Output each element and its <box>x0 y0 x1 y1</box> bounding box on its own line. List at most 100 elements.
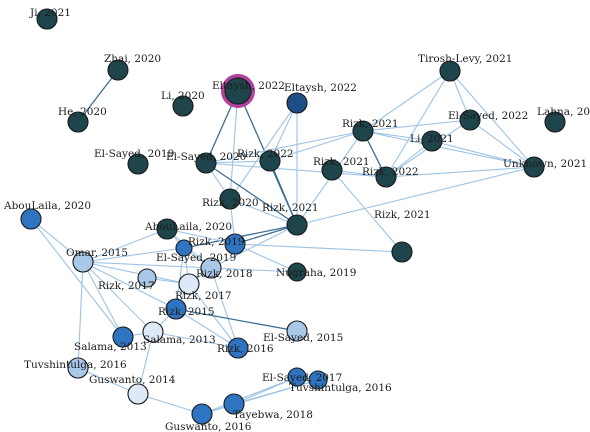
graph-node[interactable] <box>375 166 397 188</box>
graph-node[interactable] <box>127 383 149 405</box>
graph-node[interactable] <box>224 233 246 255</box>
graph-node[interactable] <box>67 357 89 379</box>
node-circle[interactable] <box>137 268 157 288</box>
graph-node[interactable] <box>321 159 343 181</box>
node-circle[interactable] <box>175 239 193 257</box>
graph-node[interactable] <box>286 214 308 236</box>
node-circle[interactable] <box>107 59 129 81</box>
node-circle[interactable] <box>544 111 566 133</box>
node-label: Omar, 2015 <box>66 247 128 259</box>
node-circle[interactable] <box>142 321 164 343</box>
node-label: Rizk, 2021 <box>262 202 319 214</box>
node-circle[interactable] <box>308 370 328 390</box>
node-circle[interactable] <box>286 320 308 342</box>
node-circle[interactable] <box>227 337 249 359</box>
node-label: Guswanto, 2016 <box>165 421 252 432</box>
node-circle[interactable] <box>195 152 217 174</box>
node-label: AbouLaila, 2020 <box>3 200 91 212</box>
node-circle[interactable] <box>421 130 443 152</box>
node-circle[interactable] <box>224 77 252 105</box>
node-circle[interactable] <box>459 109 481 131</box>
graph-node[interactable] <box>72 251 94 273</box>
node-circle[interactable] <box>36 8 58 30</box>
graph-node[interactable] <box>221 74 255 108</box>
node-label: Ji, 2021 <box>29 7 71 19</box>
node-label: Salama, 2013 <box>74 341 147 353</box>
graph-node[interactable] <box>36 8 58 30</box>
graph-node[interactable] <box>191 403 213 425</box>
node-label: Unknown, 2021 <box>503 158 587 170</box>
node-circle[interactable] <box>523 156 545 178</box>
node-circle[interactable] <box>286 92 308 114</box>
node-circle[interactable] <box>20 208 42 230</box>
node-circle[interactable] <box>223 393 245 415</box>
graph-node[interactable] <box>175 239 193 257</box>
graph-node[interactable] <box>391 241 413 263</box>
node-circle[interactable] <box>287 367 307 387</box>
node-label: Rizk, 2019 <box>188 236 245 248</box>
graph-node[interactable] <box>287 262 307 282</box>
node-circle[interactable] <box>165 298 187 320</box>
graph-node[interactable] <box>165 298 187 320</box>
node-label: El-Sayed, 2019 <box>94 148 174 160</box>
edge <box>229 198 298 226</box>
node-circle[interactable] <box>224 233 246 255</box>
graph-node[interactable] <box>286 92 308 114</box>
node-circle[interactable] <box>172 95 194 117</box>
node-circle[interactable] <box>191 403 213 425</box>
graph-node[interactable] <box>544 111 566 133</box>
edge <box>362 130 433 142</box>
node-circle[interactable] <box>391 241 413 263</box>
graph-node[interactable] <box>439 60 461 82</box>
graph-node[interactable] <box>223 393 245 415</box>
graph-node[interactable] <box>421 130 443 152</box>
node-circle[interactable] <box>112 326 134 348</box>
edge <box>137 393 203 415</box>
node-circle[interactable] <box>178 273 200 295</box>
node-circle[interactable] <box>259 150 281 172</box>
graph-node[interactable] <box>523 156 545 178</box>
graph-node[interactable] <box>67 111 89 133</box>
graph-node[interactable] <box>227 337 249 359</box>
graph-node[interactable] <box>308 370 328 390</box>
node-circle[interactable] <box>72 251 94 273</box>
edge <box>205 162 298 226</box>
node-circle[interactable] <box>375 166 397 188</box>
graph-node[interactable] <box>178 273 200 295</box>
node-circle[interactable] <box>321 159 343 181</box>
graph-node[interactable] <box>200 257 222 279</box>
graph-node[interactable] <box>107 59 129 81</box>
node-circle[interactable] <box>67 357 89 379</box>
node-circle[interactable] <box>286 214 308 236</box>
graph-node[interactable] <box>137 268 157 288</box>
graph-node[interactable] <box>112 326 134 348</box>
graph-node[interactable] <box>286 320 308 342</box>
graph-node[interactable] <box>219 188 241 210</box>
graph-node[interactable] <box>459 109 481 131</box>
node-circle[interactable] <box>200 257 222 279</box>
graph-node[interactable] <box>259 150 281 172</box>
graph-node[interactable] <box>287 367 307 387</box>
node-circle[interactable] <box>352 120 374 142</box>
node-circle[interactable] <box>156 218 178 240</box>
edge <box>205 162 387 178</box>
graph-node[interactable] <box>195 152 217 174</box>
graph-node[interactable] <box>156 218 178 240</box>
node-circle[interactable] <box>67 111 89 133</box>
edge <box>234 243 403 253</box>
graph-node[interactable] <box>172 95 194 117</box>
node-circle[interactable] <box>127 383 149 405</box>
edge <box>77 69 119 123</box>
graph-node[interactable] <box>352 120 374 142</box>
graph-node[interactable] <box>142 321 164 343</box>
node-label: Rizk, 2021 <box>374 209 431 221</box>
node-circle[interactable] <box>439 60 461 82</box>
node-circle[interactable] <box>219 188 241 210</box>
graph-node[interactable] <box>127 153 149 175</box>
edge <box>175 308 298 332</box>
graph-node[interactable] <box>20 208 42 230</box>
node-circle[interactable] <box>287 262 307 282</box>
node-circle[interactable] <box>127 153 149 175</box>
